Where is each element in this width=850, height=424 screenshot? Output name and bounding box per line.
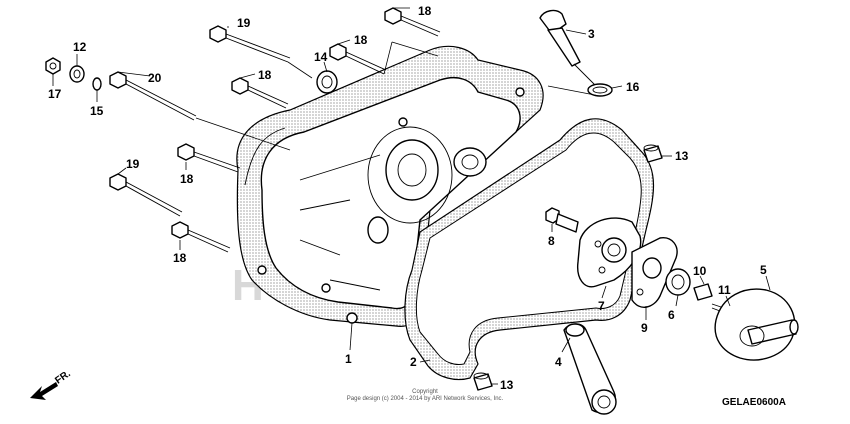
- leader-lines: [52, 7, 771, 385]
- nut-17: [45, 57, 61, 75]
- bolt-18-d: [177, 143, 241, 173]
- bolt-19-top: [209, 25, 291, 63]
- copyright-notice: Copyright Page design (c) 2004 - 2014 by…: [300, 389, 550, 403]
- callout-5: 5: [760, 263, 767, 277]
- callout-8: 8: [548, 234, 555, 248]
- copyright-line-1: Copyright: [412, 389, 438, 395]
- callout-7: 7: [598, 299, 605, 313]
- washer-15: [92, 77, 102, 91]
- copyright-line-2: Page design (c) 2004 - 2014 by ARI Netwo…: [346, 396, 504, 402]
- callout-4: 4: [555, 355, 562, 369]
- clutch-lifter-cam-5: [714, 288, 799, 361]
- callout-3: 3: [588, 27, 595, 41]
- callout-19-top: 19: [237, 16, 251, 30]
- callout-9: 9: [641, 321, 648, 335]
- right-crankcase-cover: [236, 45, 544, 327]
- callout-1: 1: [345, 352, 352, 366]
- oil-seal-6: [665, 268, 691, 296]
- callout-15: 15: [90, 104, 104, 118]
- callout-labels: 19 18 18 14 18 12 20 17 15 18 19 18 1 2 …: [48, 4, 767, 392]
- bolt-8: [545, 207, 579, 233]
- front-direction-arrow-icon: [30, 382, 58, 400]
- bearing-10: [693, 283, 713, 301]
- bolt-18-b: [329, 43, 387, 75]
- washer-12: [69, 65, 85, 83]
- bolt-18-top: [384, 7, 441, 37]
- callout-13-bottom: 13: [500, 378, 514, 392]
- oil-seal-14: [316, 70, 338, 94]
- callout-14: 14: [314, 50, 328, 64]
- callout-18-b: 18: [354, 33, 368, 47]
- callout-18-d: 18: [180, 172, 194, 186]
- dowel-pin-13-top: [643, 144, 663, 163]
- bolt-18-c: [231, 77, 289, 109]
- callout-20: 20: [148, 71, 162, 85]
- lifter-arm-4: [563, 323, 617, 415]
- callout-19-b: 19: [126, 157, 140, 171]
- lifter-plate-7: [577, 217, 642, 288]
- callout-13-top: 13: [675, 149, 689, 163]
- bolt-18-e: [171, 221, 231, 253]
- callout-17: 17: [48, 87, 62, 101]
- callout-16: 16: [626, 80, 640, 94]
- diagram-code: GELAE0600A: [722, 397, 786, 408]
- callout-6: 6: [668, 308, 675, 322]
- callout-10: 10: [693, 264, 707, 278]
- callout-2: 2: [410, 355, 417, 369]
- callout-11: 11: [718, 283, 731, 297]
- dowel-pin-13-bottom: [473, 372, 493, 391]
- callout-18-e: 18: [173, 251, 187, 265]
- bolt-19-b: [109, 173, 183, 217]
- cover-gasket: [404, 118, 655, 381]
- callout-12: 12: [73, 40, 87, 54]
- callout-18-c: 18: [258, 68, 272, 82]
- callout-18-top: 18: [418, 4, 432, 18]
- oil-level-gauge-3: [539, 9, 597, 87]
